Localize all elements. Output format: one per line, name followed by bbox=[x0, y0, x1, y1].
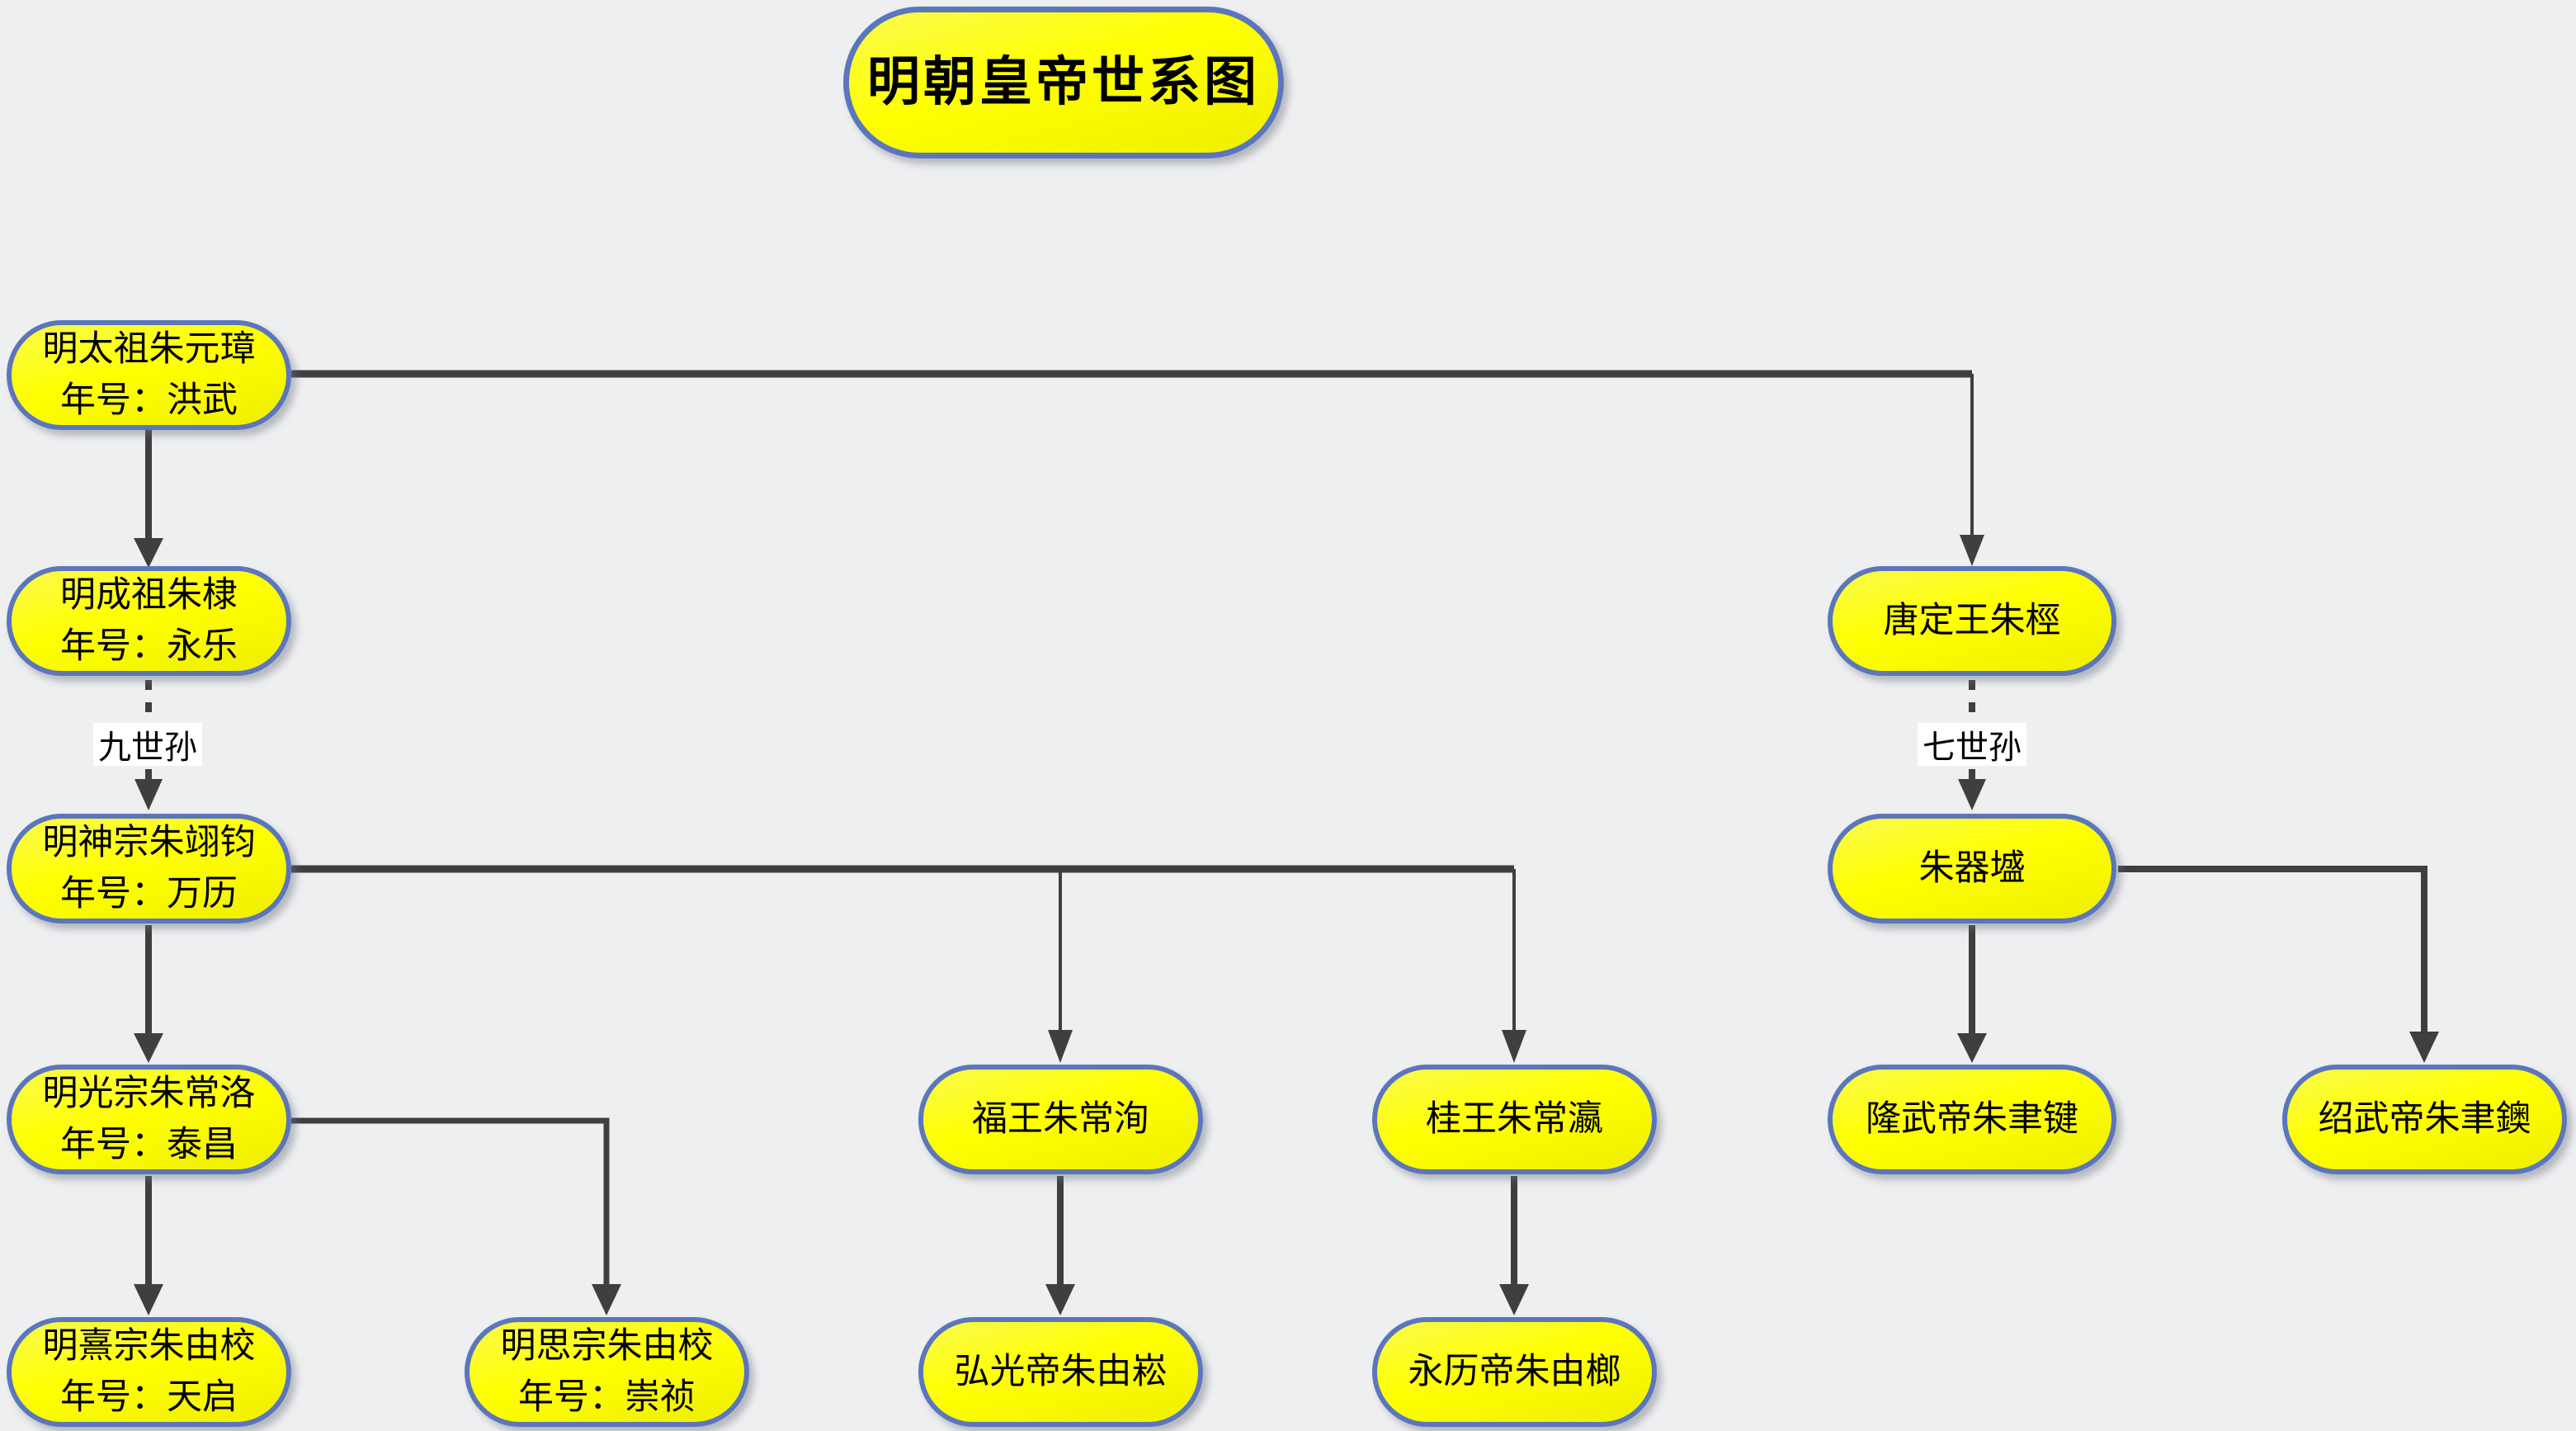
node-era: 年号：泰昌 bbox=[60, 1125, 238, 1164]
edge-label-ninth-generation: 九世孙 bbox=[93, 723, 202, 766]
node-shenzong: 明神宗朱翊钧 年号：万历 bbox=[7, 814, 291, 923]
node-name: 明思宗朱由校 bbox=[500, 1327, 714, 1367]
node-chengzu: 明成祖朱棣 年号：永乐 bbox=[7, 566, 291, 676]
node-name: 明神宗朱翊钧 bbox=[42, 824, 256, 863]
edge-label-text: 九世孙 bbox=[98, 729, 197, 766]
arrowhead-guangzong bbox=[134, 1033, 163, 1063]
node-name: 福王朱常洵 bbox=[972, 1099, 1149, 1139]
arrowhead-fuwang bbox=[1048, 1030, 1073, 1063]
arrowhead-chengzu bbox=[134, 538, 163, 568]
node-name: 桂王朱常瀛 bbox=[1426, 1099, 1603, 1139]
node-hongguang: 弘光帝朱由崧 bbox=[918, 1317, 1203, 1427]
arrowhead-shaowu bbox=[2409, 1032, 2439, 1063]
arrowhead-hongguang bbox=[1045, 1284, 1075, 1315]
edge-label-seventh-generation: 七世孙 bbox=[1918, 723, 2026, 766]
node-sizong: 明思宗朱由校 年号：崇祯 bbox=[465, 1317, 749, 1427]
node-fuwang: 福王朱常洵 bbox=[918, 1065, 1203, 1174]
node-name: 绍武帝朱聿鐭 bbox=[2318, 1099, 2531, 1139]
node-longwu: 隆武帝朱聿键 bbox=[1828, 1065, 2116, 1174]
node-era: 年号：永乐 bbox=[60, 626, 238, 666]
edge-zhuqisheng-shaowu bbox=[2118, 866, 2427, 1033]
node-era: 年号：万历 bbox=[60, 874, 238, 914]
node-name: 永历帝朱由榔 bbox=[1408, 1352, 1621, 1391]
edge-label-text: 七世孙 bbox=[1923, 729, 2022, 766]
node-guangzong: 明光宗朱常洛 年号：泰昌 bbox=[7, 1065, 291, 1174]
node-shaowu: 绍武帝朱聿鐭 bbox=[2282, 1065, 2567, 1174]
arrowhead-guiwang bbox=[1502, 1030, 1526, 1063]
arrowhead-xizong bbox=[134, 1284, 163, 1315]
node-name: 隆武帝朱聿键 bbox=[1866, 1099, 2078, 1139]
node-name: 明熹宗朱由校 bbox=[42, 1327, 256, 1367]
arrowhead-shenzong bbox=[134, 779, 163, 810]
node-name: 弘光帝朱由崧 bbox=[954, 1352, 1168, 1391]
title-text: 明朝皇帝世系图 bbox=[867, 51, 1260, 113]
arrowhead-longwu bbox=[1957, 1033, 1987, 1063]
node-guiwang: 桂王朱常瀛 bbox=[1372, 1065, 1657, 1174]
arrowhead-tangdingwang bbox=[1960, 535, 1984, 566]
node-era: 年号：洪武 bbox=[60, 380, 238, 420]
node-name: 明太祖朱元璋 bbox=[42, 330, 256, 370]
diagram-title: 明朝皇帝世系图 bbox=[843, 7, 1284, 158]
node-zhuqisheng: 朱器墭 bbox=[1828, 814, 2116, 923]
node-name: 朱器墭 bbox=[1918, 848, 2026, 888]
arrowhead-zhuqisheng bbox=[1958, 779, 1986, 810]
arrowhead-sizong bbox=[592, 1284, 621, 1315]
node-xizong: 明熹宗朱由校 年号：天启 bbox=[7, 1317, 291, 1427]
node-taizu: 明太祖朱元璋 年号：洪武 bbox=[7, 320, 291, 430]
edge-guangzong-sizong bbox=[291, 1117, 610, 1286]
node-name: 唐定王朱桱 bbox=[1883, 601, 2061, 640]
node-era: 年号：天启 bbox=[60, 1377, 238, 1417]
node-name: 明成祖朱棣 bbox=[60, 576, 238, 616]
node-era: 年号：崇祯 bbox=[518, 1377, 696, 1417]
node-name: 明光宗朱常洛 bbox=[42, 1074, 256, 1114]
node-tangdingwang: 唐定王朱桱 bbox=[1828, 566, 2116, 676]
arrowhead-yongli bbox=[1499, 1284, 1529, 1315]
node-yongli: 永历帝朱由榔 bbox=[1372, 1317, 1657, 1427]
